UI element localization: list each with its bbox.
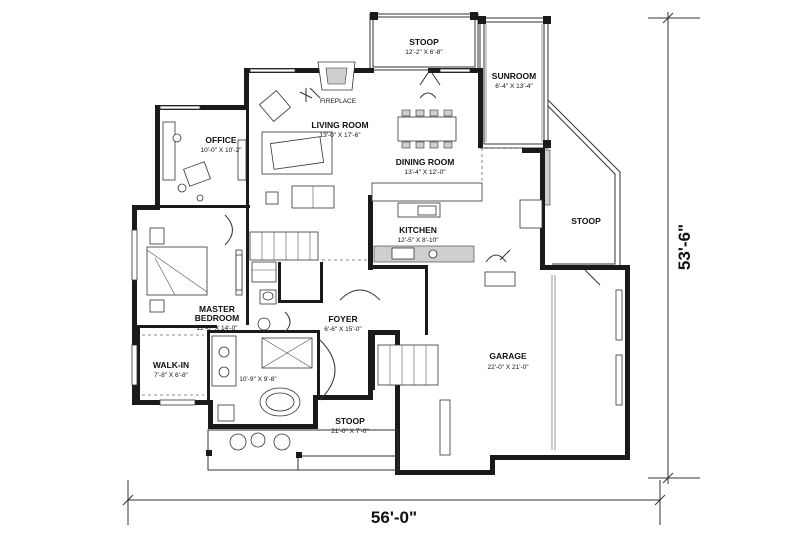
garage-name: GARAGE bbox=[489, 351, 527, 361]
master-bedroom-name-1: MASTER bbox=[199, 304, 235, 314]
dining-furniture bbox=[397, 92, 457, 149]
top-stoop bbox=[369, 12, 479, 71]
fireplace-label: FIREPLACE bbox=[320, 98, 357, 105]
kitchen-dim: 12'-5" X 8'-10" bbox=[397, 237, 439, 244]
master-bedroom-furniture bbox=[146, 227, 243, 313]
overall-width-label: 56'-0" bbox=[371, 508, 417, 527]
living-room-furniture bbox=[258, 88, 335, 209]
sunroom-name: SUNROOM bbox=[492, 71, 536, 81]
doors bbox=[224, 69, 601, 401]
stoop-top-dim: 12'-2" X 6'-8" bbox=[405, 49, 443, 56]
bathroom-fixtures bbox=[211, 289, 313, 422]
office-name: OFFICE bbox=[205, 135, 236, 145]
living-room-name: LIVING ROOM bbox=[311, 120, 368, 130]
kitchen-name: KITCHEN bbox=[399, 225, 437, 235]
office-dim: 10'-0" X 10'-2" bbox=[200, 147, 242, 154]
stoop-front-name: STOOP bbox=[335, 416, 365, 426]
foyer-name: FOYER bbox=[328, 314, 357, 324]
walk-in-name: WALK-IN bbox=[153, 360, 189, 370]
dimension-lines bbox=[122, 12, 700, 525]
garage-interior bbox=[439, 271, 623, 456]
walk-in-fixtures bbox=[142, 334, 204, 396]
sunroom-structure bbox=[478, 16, 551, 149]
stoop-top-name: STOOP bbox=[409, 37, 439, 47]
stoop-side-name: STOOP bbox=[571, 216, 601, 226]
fireplace bbox=[309, 61, 356, 99]
office-furniture bbox=[162, 121, 211, 202]
bathroom-dim: 10'-9" X 9'-8" bbox=[239, 376, 277, 383]
foyer-dim: 6'-6" X 15'-0" bbox=[324, 326, 362, 333]
sunroom-dim: 6'-4" X 13'-4" bbox=[495, 83, 533, 90]
garage-dim: 22'-0" X 21'-0" bbox=[487, 364, 529, 371]
walk-in-dim: 7'-8" X 6'-8" bbox=[154, 372, 189, 379]
stoop-front-dim: 21'-0" X 7'-0" bbox=[331, 428, 369, 435]
front-stoop bbox=[206, 429, 399, 471]
master-bedroom-name-2: BEDROOM bbox=[195, 313, 239, 323]
living-room-dim: 13'-0" X 17'-6" bbox=[319, 132, 361, 139]
side-stoop bbox=[543, 99, 621, 269]
overall-depth-label: 53'-6" bbox=[675, 224, 694, 270]
kitchen-fixtures bbox=[371, 182, 543, 263]
dining-room-name: DINING ROOM bbox=[396, 157, 455, 167]
interior-walls bbox=[137, 110, 428, 402]
dining-room-dim: 13'-4" X 12'-0" bbox=[404, 169, 446, 176]
stairs bbox=[249, 231, 439, 386]
room-labels: STOOP 12'-2" X 6'-8" SUNROOM 6'-4" X 13'… bbox=[153, 37, 601, 435]
master-bedroom-dim: 12'-0" X 14'-0" bbox=[196, 325, 238, 332]
